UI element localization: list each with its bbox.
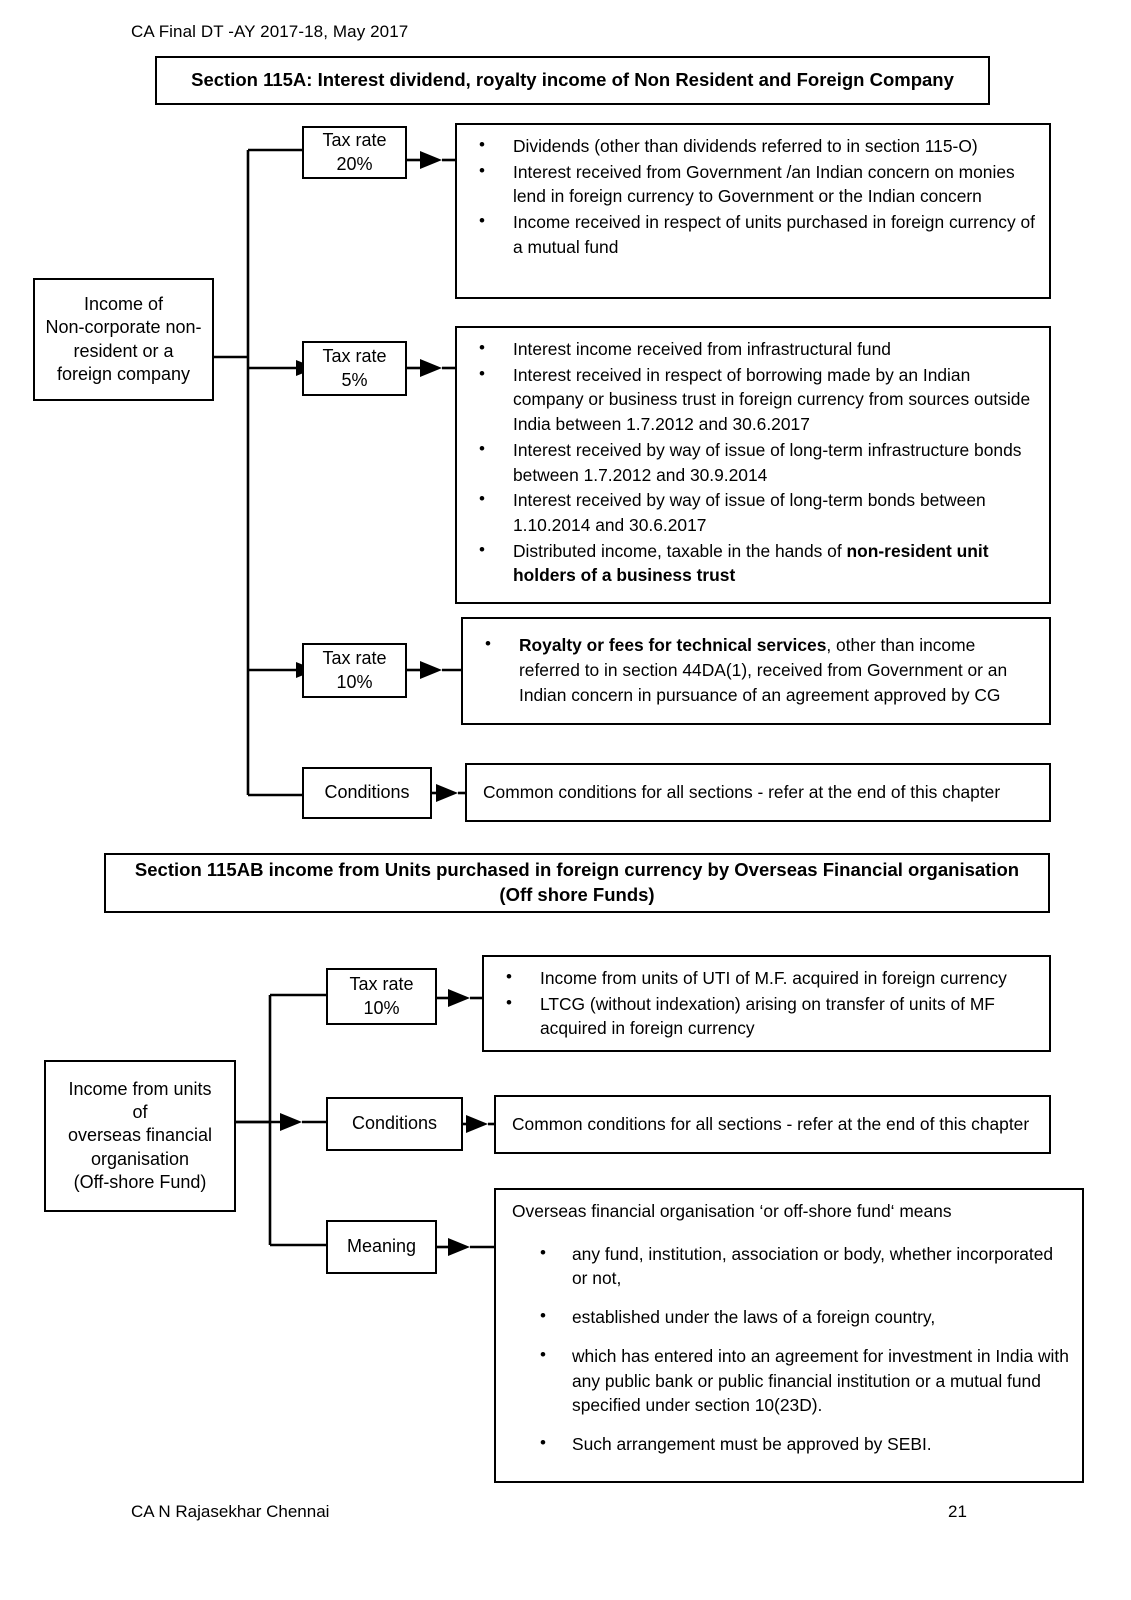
node-tax-rate-10: Tax rate 10% [302, 643, 407, 698]
source-node-line-2: Non-corporate non- [45, 317, 202, 338]
source-node-ab-line-5: (Off-shore Fund) [73, 1172, 207, 1193]
node-tax-rate-20: Tax rate 20% [302, 126, 407, 179]
distributed-income-prefix: Distributed income, taxable in the hands… [513, 540, 847, 561]
node-conditions-115a-label: Conditions [324, 782, 410, 803]
conditions-115ab-text: Common conditions for all sections - ref… [512, 1114, 1030, 1135]
node-tax-rate-5-line-1: Tax rate [322, 346, 387, 367]
node-tax-rate-5: Tax rate 5% [302, 341, 407, 396]
footer-page-number: 21 [948, 1502, 967, 1521]
list-item: Interest received by way of issue of lon… [467, 487, 1037, 537]
source-node-overseas-financial-organisation: Income from units of overseas financial … [44, 1060, 236, 1212]
list-item: Interest received in respect of borrowin… [467, 362, 1037, 437]
content-tax-rate-20: Dividends (other than dividends referred… [455, 123, 1051, 299]
course-header-note: CA Final DT -AY 2017-18, May 2017 [131, 22, 409, 41]
section-115ab-banner: Section 115AB income from Units purchase… [104, 853, 1050, 913]
content-tax-rate-5: Interest income received from infrastruc… [455, 326, 1051, 604]
node-conditions-115a: Conditions [302, 767, 432, 819]
list-item: Interest received by way of issue of lon… [467, 437, 1037, 487]
node-tax-rate-10-line-1: Tax rate [322, 648, 387, 669]
content-conditions-115ab: Common conditions for all sections - ref… [494, 1095, 1051, 1154]
section-115ab-banner-line-2: (Off shore Funds) [499, 884, 655, 905]
node-meaning-label: Meaning [346, 1236, 417, 1257]
source-node-ab-line-1: Income from units [68, 1078, 212, 1099]
bullet-list-tax-rate-10: Royalty or fees for technical services, … [473, 632, 1037, 708]
list-item: Income from units of UTI of M.F. acquire… [494, 965, 1037, 991]
content-tax-rate-10: Royalty or fees for technical services, … [461, 617, 1051, 725]
distributed-income-bold: non-resident unit holders of a business … [513, 540, 989, 586]
node-tax-rate-10-ab: Tax rate 10% [326, 968, 437, 1025]
node-tax-rate-10-ab-line-1: Tax rate [349, 974, 414, 995]
source-node-line-1: Income of [83, 293, 164, 314]
bullet-list-tax-rate-20: Dividends (other than dividends referred… [467, 133, 1037, 260]
conditions-115a-text: Common conditions for all sections - ref… [483, 782, 1001, 803]
list-item-distributed-income: Distributed income, taxable in the hands… [467, 538, 1037, 588]
list-item: Such arrangement must be approved by SEB… [506, 1431, 1070, 1457]
content-meaning: Overseas financial organisation ‘or off-… [494, 1188, 1084, 1483]
source-node-ab-line-4: organisation [90, 1148, 190, 1169]
list-item: Interest income received from infrastruc… [467, 336, 1037, 362]
list-item: Income received in respect of units purc… [467, 209, 1037, 259]
bullet-list-meaning: any fund, institution, association or bo… [506, 1241, 1070, 1457]
footer-author: CA N Rajasekhar Chennai [131, 1502, 330, 1521]
list-item: LTCG (without indexation) arising on tra… [494, 991, 1037, 1041]
node-tax-rate-10-line-2: 10% [336, 671, 373, 692]
node-conditions-115ab-label: Conditions [351, 1113, 438, 1134]
section-115ab-banner-line-1: Section 115AB income from Units purchase… [134, 859, 1020, 881]
source-node-line-4: foreign company [56, 363, 191, 384]
source-node-ab-line-2: of [132, 1101, 148, 1122]
list-item: Dividends (other than dividends referred… [467, 133, 1037, 159]
list-item: Interest received from Government /an In… [467, 159, 1037, 209]
node-meaning: Meaning [326, 1220, 437, 1274]
source-node-ab-line-3: overseas financial [67, 1125, 213, 1146]
list-item-royalty: Royalty or fees for technical services, … [473, 632, 1037, 707]
node-tax-rate-20-line-1: Tax rate [322, 130, 387, 151]
bullet-list-tax-rate-10-ab: Income from units of UTI of M.F. acquire… [494, 965, 1037, 1041]
content-conditions-115a: Common conditions for all sections - ref… [465, 763, 1051, 822]
source-node-line-3: resident or a [73, 340, 174, 361]
list-item: any fund, institution, association or bo… [506, 1241, 1070, 1291]
list-item: which has entered into an agreement for … [506, 1343, 1070, 1418]
source-node-non-corporate-non-resident: Income of Non-corporate non- resident or… [33, 278, 214, 401]
content-tax-rate-10-ab: Income from units of UTI of M.F. acquire… [482, 955, 1051, 1052]
node-tax-rate-5-line-2: 5% [341, 369, 368, 390]
bullet-list-tax-rate-5: Interest income received from infrastruc… [467, 336, 1037, 588]
node-conditions-115ab: Conditions [326, 1097, 463, 1151]
node-tax-rate-20-line-2: 20% [336, 153, 373, 174]
royalty-rest: , other than income referred to in secti… [519, 635, 1008, 705]
meaning-intro: Overseas financial organisation ‘or off-… [512, 1201, 952, 1221]
royalty-bold: Royalty or fees for technical services [519, 635, 827, 656]
section-115a-banner: Section 115A: Interest dividend, royalty… [155, 56, 990, 105]
list-item: established under the laws of a foreign … [506, 1304, 1070, 1330]
node-tax-rate-10-ab-line-2: 10% [363, 997, 400, 1018]
